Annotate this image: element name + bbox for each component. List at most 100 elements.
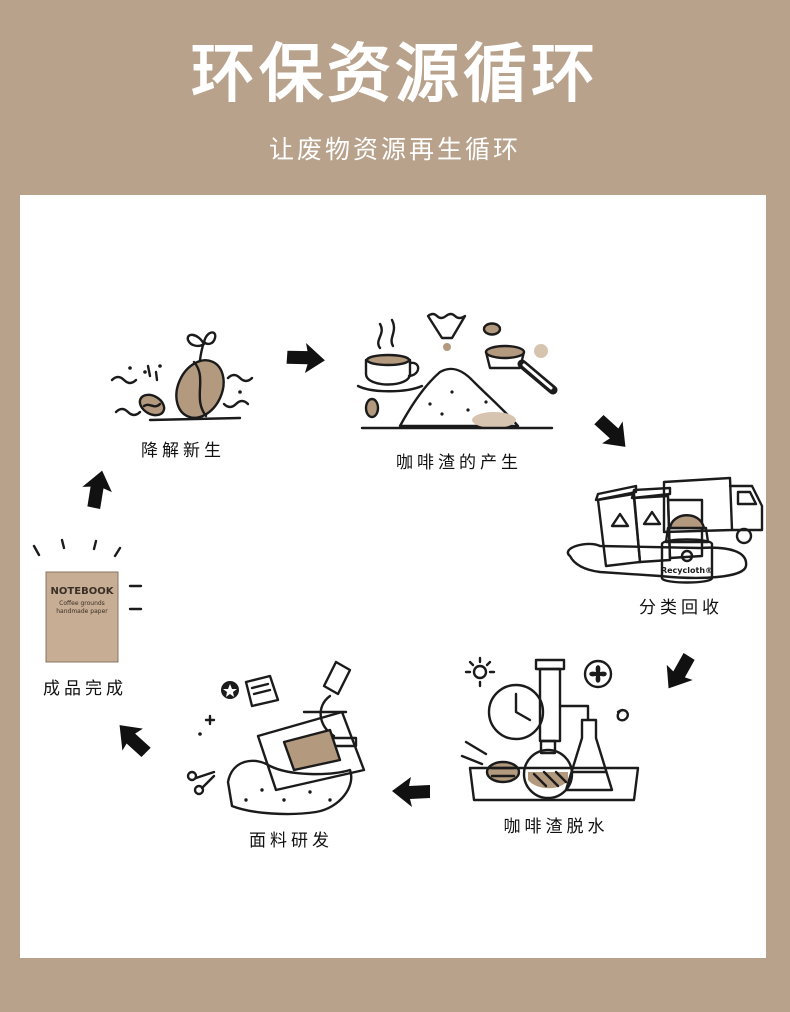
- recycle-bin: [666, 498, 704, 560]
- crumpled-fabric: [226, 759, 353, 816]
- saucer: [356, 384, 424, 393]
- lab-tray: [468, 766, 640, 802]
- clock-hands: [514, 692, 532, 722]
- grounds-cake: [485, 760, 521, 784]
- bin-lid: [594, 484, 638, 502]
- page-subtitle: 让废物资源再生循环: [268, 135, 521, 164]
- bin-lid: [630, 486, 672, 500]
- steam-line: [390, 318, 396, 348]
- arrow-2: [594, 415, 626, 447]
- jar-grounds: [668, 514, 706, 530]
- plus-mark: [204, 714, 216, 726]
- handle-highlight: [522, 363, 553, 390]
- fabric-speck: [328, 798, 332, 802]
- fabric-speck: [260, 788, 264, 792]
- grounds-speck: [440, 412, 444, 416]
- truck-wheel: [735, 527, 753, 545]
- motion-lines: [460, 740, 488, 766]
- steam-line: [377, 322, 383, 350]
- recycloth-jar: Recycloth®: [660, 514, 714, 584]
- stage-label-fabric-research: 面料研发: [249, 831, 333, 851]
- stage-label-finished-product: 成品完成: [43, 679, 127, 699]
- grounds-speck: [466, 408, 470, 412]
- truck-cab: [728, 484, 764, 532]
- scissors-handle: [193, 784, 205, 796]
- jar-label: Recycloth®: [661, 566, 713, 575]
- bean-crease: [142, 402, 162, 408]
- sprout-leaf: [202, 331, 217, 346]
- coffee-cup: [364, 358, 412, 386]
- jar-body: [660, 538, 714, 584]
- conical-flask: [564, 718, 614, 792]
- grounds-speck: [484, 400, 488, 404]
- stage-label-sorting-recycling: 分类回收: [639, 598, 723, 618]
- soil-dot: [128, 366, 132, 370]
- recycling-bins-icon: Recycloth®: [566, 476, 764, 584]
- arrow-3: [666, 653, 695, 689]
- coffee-filter: [426, 312, 467, 340]
- clock-icon: [487, 683, 545, 741]
- grounds-speck: [428, 402, 432, 406]
- stage-label-grounds-production: 咖啡渣的产生: [396, 453, 522, 473]
- scissors-blades: [194, 770, 216, 790]
- dehydration-lab-icon: [460, 656, 640, 802]
- fabric-swatch: [282, 728, 342, 772]
- column-cap: [534, 658, 566, 671]
- page-title: 环保资源循环: [191, 38, 599, 112]
- coffee-bean: [364, 397, 380, 419]
- scissors-handle: [186, 770, 198, 782]
- coffee-drip: [443, 343, 451, 351]
- recycle-symbol-icon: [610, 512, 630, 528]
- star-icon: [223, 684, 237, 697]
- bean-crease: [192, 360, 208, 418]
- fabric-speck: [244, 798, 248, 802]
- portafilter-grounds: [484, 344, 526, 360]
- fabric-speck: [308, 790, 312, 794]
- microscope-tube: [322, 660, 352, 696]
- notebook-title: NOTEBOOK: [51, 586, 115, 597]
- cup-handle: [407, 361, 420, 378]
- soil-line: [222, 399, 250, 409]
- flask-grounds: [528, 772, 568, 789]
- jar-logo-icon: [680, 549, 694, 563]
- dot: [198, 732, 202, 736]
- sun-icon: [472, 664, 488, 680]
- arrow-5: [119, 725, 151, 757]
- sun-rays: [464, 656, 496, 688]
- coffee-surface: [365, 353, 411, 367]
- flask-neck: [539, 739, 557, 755]
- truck-icon: [662, 476, 764, 545]
- stage-label-dehydration: 咖啡渣脱水: [503, 817, 609, 837]
- notebook-icon: NOTEBOOK Coffee grounds handmade paper: [32, 538, 143, 663]
- coffee-grounds-icon: [356, 312, 558, 430]
- puddle: [566, 542, 748, 580]
- fan-icon: [583, 659, 613, 689]
- shine-rays: [32, 538, 143, 611]
- soil-line: [110, 375, 138, 385]
- sprout-leaf: [186, 333, 206, 348]
- grounds-blob: [534, 344, 548, 358]
- arrow-4: [392, 777, 430, 807]
- cycle-arrows: [82, 343, 695, 807]
- grounds-speck: [450, 390, 454, 394]
- soil-dot: [158, 364, 162, 368]
- grounds-pile: [398, 367, 520, 428]
- scissors-icon: [186, 770, 216, 796]
- soil-dot: [143, 370, 147, 374]
- coffee-bean: [482, 322, 502, 336]
- fabric-speck: [282, 798, 286, 802]
- swirl: [616, 708, 629, 722]
- paper-note: [244, 674, 280, 708]
- soil-line: [226, 373, 254, 383]
- notebook-line-2: handmade paper: [56, 608, 108, 615]
- flask-stripes: [532, 770, 568, 788]
- fabric-sheet: [256, 710, 366, 792]
- recycle-bin: [632, 494, 672, 564]
- arrow-1: [286, 343, 325, 374]
- soil-mark: [146, 364, 159, 382]
- stage-label-degradation: 降解新生: [141, 441, 225, 461]
- fabric-research-icon: [186, 660, 366, 816]
- notebook-line-1: Coffee grounds: [59, 600, 105, 607]
- connecting-tube: [558, 704, 590, 722]
